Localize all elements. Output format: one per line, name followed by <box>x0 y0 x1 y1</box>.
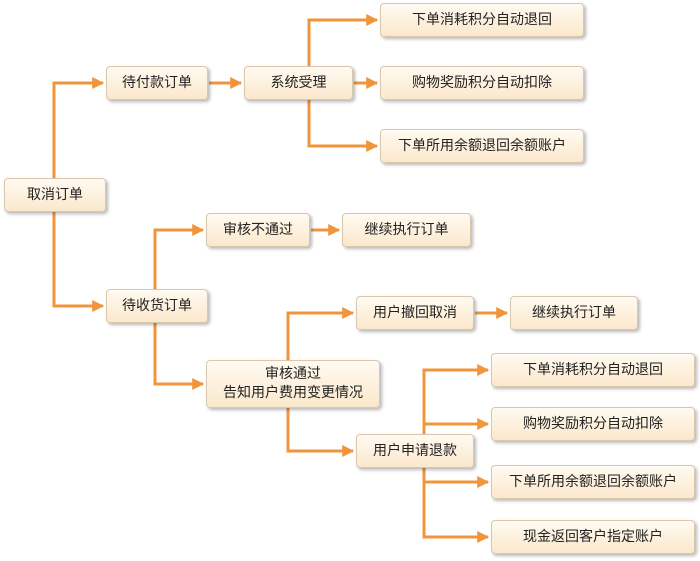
connector-system-to-balance <box>307 100 379 152</box>
connector-refund-to-balance <box>422 468 490 488</box>
node-continue-order-1[interactable]: 继续执行订单 <box>342 213 471 247</box>
connector-cancel-to-awaiting <box>52 212 105 312</box>
review-pass-line2: 告知用户费用变更情况 <box>223 385 363 401</box>
connector-pass-to-withdraw <box>286 307 355 360</box>
node-user-withdraw-cancel[interactable]: 用户撤回取消 <box>356 296 474 330</box>
node-review-pass[interactable]: 审核通过 告知用户费用变更情况 <box>206 360 380 408</box>
node-user-apply-refund[interactable]: 用户申请退款 <box>356 434 474 468</box>
node-sys-balance-return[interactable]: 下单所用余额退回余额账户 <box>380 129 584 163</box>
node-awaiting-receipt-order[interactable]: 待收货订单 <box>106 289 208 323</box>
connector-awaiting-to-fail <box>153 224 205 289</box>
node-sys-reward-deduct[interactable]: 购物奖励积分自动扣除 <box>380 66 584 100</box>
node-refund-points-return[interactable]: 下单消耗积分自动退回 <box>491 353 695 387</box>
node-refund-cash-account[interactable]: 现金返回客户指定账户 <box>491 520 695 554</box>
connector-system-to-points <box>307 14 379 66</box>
connector-cancel-to-unpaid <box>52 77 105 178</box>
node-refund-balance-return[interactable]: 下单所用余额退回余额账户 <box>491 465 695 499</box>
connector-refund-to-cash <box>422 480 490 543</box>
node-continue-order-2[interactable]: 继续执行订单 <box>510 296 638 330</box>
node-refund-reward-deduct[interactable]: 购物奖励积分自动扣除 <box>491 407 695 441</box>
node-cancel-order[interactable]: 取消订单 <box>4 178 106 212</box>
connector-refund-to-reward <box>422 392 490 430</box>
node-sys-points-return[interactable]: 下单消耗积分自动退回 <box>380 3 584 37</box>
review-pass-line1: 审核通过 <box>265 366 321 382</box>
connector-pass-to-refund <box>286 408 355 457</box>
connector-awaiting-to-pass <box>153 323 205 390</box>
node-review-fail[interactable]: 审核不通过 <box>206 213 310 247</box>
node-unpaid-order[interactable]: 待付款订单 <box>106 66 208 100</box>
node-system-accept[interactable]: 系统受理 <box>244 66 353 100</box>
